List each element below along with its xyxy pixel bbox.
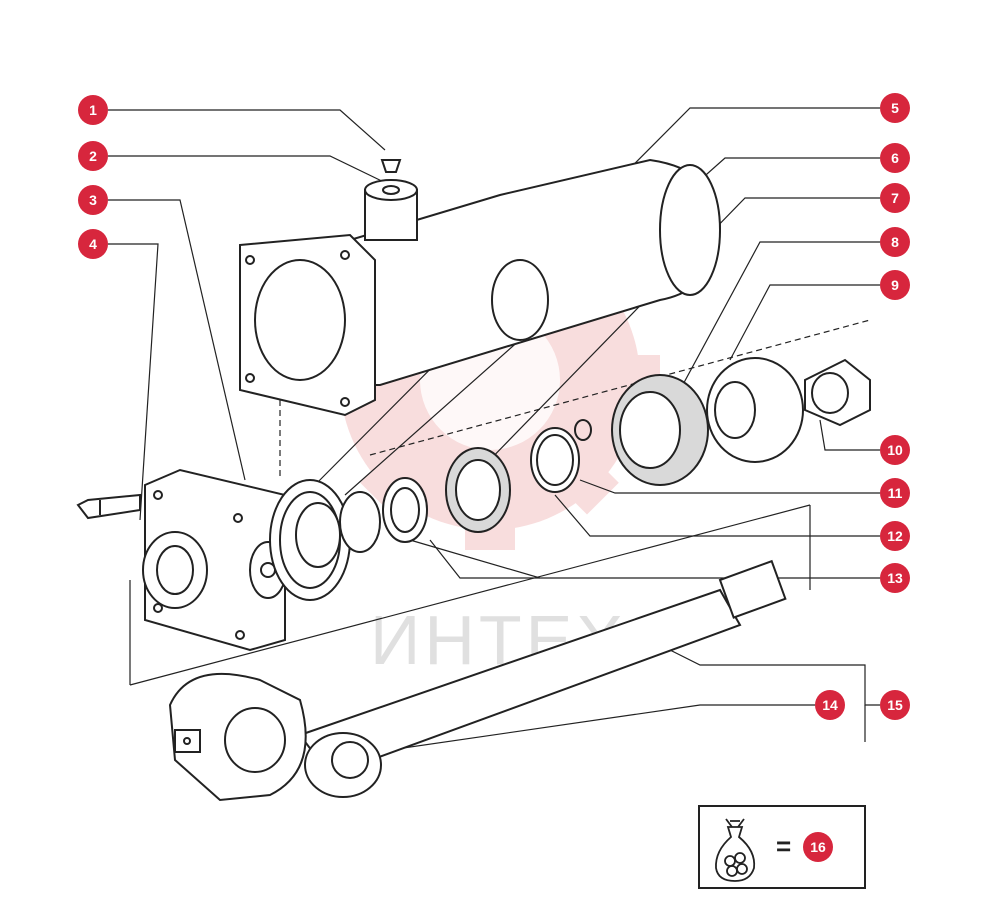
callout-1[interactable]: 1 [78, 95, 108, 125]
leader-lines [108, 107, 880, 756]
callout-15[interactable]: 15 [880, 690, 910, 720]
callout-4[interactable]: 4 [78, 229, 108, 259]
piston-rod [168, 559, 787, 802]
equals-sign: = [776, 831, 792, 861]
callout-5[interactable]: 5 [880, 93, 910, 123]
callout-14[interactable]: 14 [815, 690, 845, 720]
parts-bag-icon [715, 818, 756, 882]
repair-kit-box: = 16 [698, 805, 866, 889]
callout-12[interactable]: 12 [880, 521, 910, 551]
cylinder-body [239, 158, 722, 417]
callout-10[interactable]: 10 [880, 435, 910, 465]
bolt [76, 493, 141, 520]
callout-3[interactable]: 3 [78, 185, 108, 215]
callout-16[interactable]: 16 [803, 832, 833, 862]
callout-13[interactable]: 13 [880, 563, 910, 593]
callout-9[interactable]: 9 [880, 270, 910, 300]
end-cap [142, 468, 287, 652]
callout-6[interactable]: 6 [880, 143, 910, 173]
callout-2[interactable]: 2 [78, 141, 108, 171]
callout-11[interactable]: 11 [880, 478, 910, 508]
callout-8[interactable]: 8 [880, 227, 910, 257]
seals [269, 357, 871, 601]
callout-7[interactable]: 7 [880, 183, 910, 213]
